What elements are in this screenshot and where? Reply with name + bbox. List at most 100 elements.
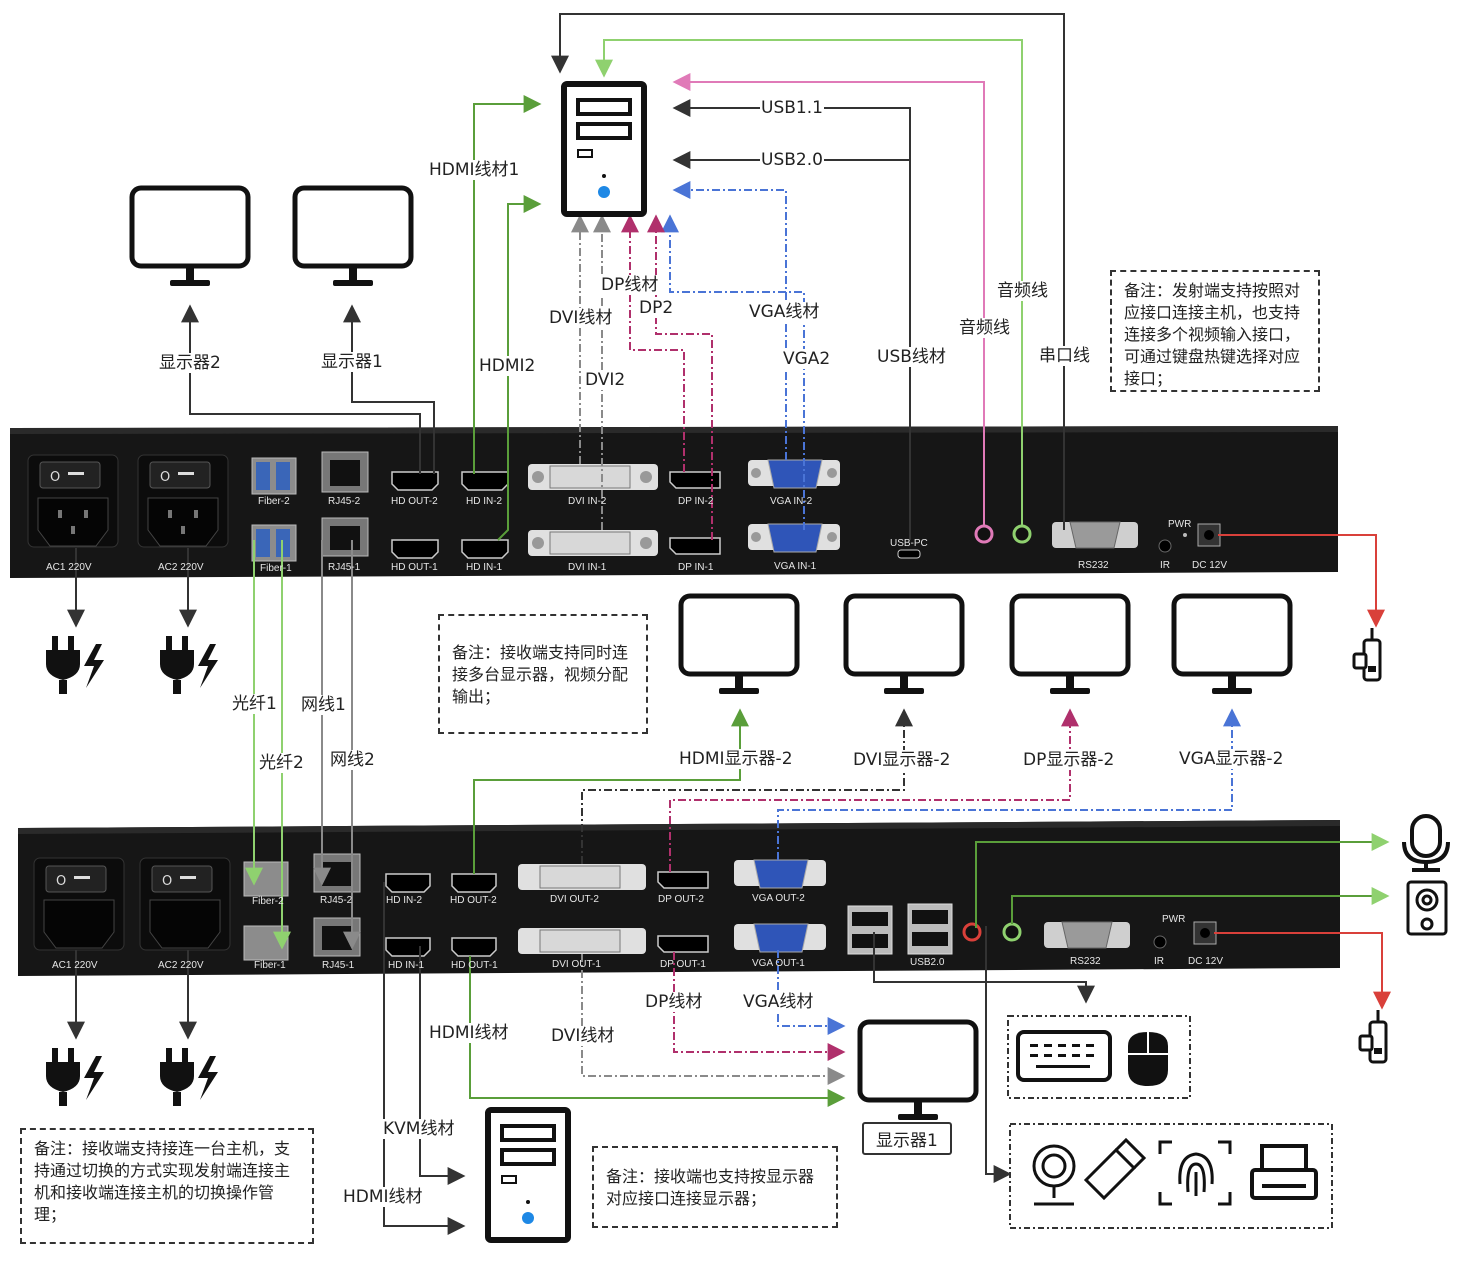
tx-host-pc-icon [564, 84, 644, 214]
rx-rj45-1-label: RJ45-1 [322, 960, 355, 971]
rx-vga-cable-label: VGA线材 [742, 992, 815, 1012]
svg-text:O: O [56, 874, 66, 889]
tx-hd-out-2-label: HD OUT-2 [391, 496, 438, 507]
usb-2-0-label: USB2.0 [760, 150, 824, 170]
fingerprint-icon [1158, 1140, 1232, 1206]
rx-dvi-out-2-label: DVI OUT-2 [550, 894, 599, 905]
rx-rj45-2-label: RJ45-2 [320, 895, 353, 906]
monitor-1-label: 显示器1 [320, 352, 384, 372]
rx-dp-out-2-label: DP OUT-2 [658, 894, 704, 905]
vga-2-label: VGA2 [782, 349, 832, 369]
serial-line-label: 串口线 [1038, 346, 1091, 366]
monitor-2-label: 显示器2 [158, 353, 222, 373]
hdmi-monitor-2-icon [681, 596, 797, 694]
rx-vga-out-2-label: VGA OUT-2 [752, 893, 805, 904]
rx-dc12v-label: DC 12V [1188, 956, 1224, 967]
rx-hd-out-2-label: HD OUT-2 [450, 895, 497, 906]
rx-vga-out-1-label: VGA OUT-1 [752, 958, 805, 969]
rx-ac1-label: AC1 220V [52, 960, 98, 971]
rx-ir-label: IR [1154, 956, 1164, 967]
tx-ac2-label: AC2 220V [158, 562, 204, 573]
rx-rs232-label: RS232 [1070, 956, 1101, 967]
rx-ac1-socket: O [33, 857, 125, 951]
receiver-multi-monitor-note: 备注：接收端支持同时连接多台显示器，视频分配输出； [438, 614, 648, 734]
vga-monitor-2-icon [1174, 596, 1290, 694]
ac2-socket: O [137, 454, 229, 548]
transmitter-note: 备注：发射端支持按照对应接口连接主机，也支持连接多个视频输入接口，可通过键盘热键… [1110, 270, 1320, 392]
dp-2-label: DP2 [638, 298, 675, 318]
webcam-icon [1032, 1144, 1076, 1206]
tx-dvi-in-2-label: DVI IN-2 [568, 496, 607, 507]
tx-hd-out-1-label: HD OUT-1 [391, 562, 438, 573]
svg-text:O: O [160, 470, 170, 485]
kvm-cable-label: KVM线材 [382, 1119, 456, 1139]
rx-usb2-0-label: USB2.0 [910, 957, 945, 968]
hdmi-monitor-2-label: HDMI显示器-2 [678, 749, 794, 769]
tx-ac1-label: AC1 220V [46, 562, 92, 573]
power-plug-icon [160, 636, 218, 694]
fiber-2-label: 光纤2 [258, 753, 305, 773]
ac1-socket: O [27, 454, 119, 548]
net-2-label: 网线2 [329, 750, 376, 770]
tx-pwr-label: PWR [1168, 519, 1192, 530]
rx-dp-cable-label: DP线材 [644, 992, 704, 1012]
tx-hd-in-2-label: HD IN-2 [466, 496, 503, 507]
dp-monitor-2-icon [1012, 596, 1128, 694]
tx-rs232-label: RS232 [1078, 560, 1109, 571]
tx-fiber2-label: Fiber-2 [258, 496, 290, 507]
rx-host-pc-icon [488, 1110, 568, 1240]
rx-dp-out-1-label: DP OUT-1 [660, 959, 706, 970]
vga-cable-label: VGA线材 [748, 302, 821, 322]
rx-ac2-label: AC2 220V [158, 960, 204, 971]
vga-monitor-2-label: VGA显示器-2 [1178, 749, 1285, 769]
power-adapter-icon [1352, 626, 1382, 682]
mouse-icon [1128, 1032, 1168, 1086]
tx-hd-in-1-label: HD IN-1 [466, 562, 503, 573]
speaker-icon [1406, 880, 1448, 936]
transmitter-panel: O O [10, 426, 1338, 578]
receiver-ports-note: 备注：接收端也支持按显示器对应接口连接显示器； [592, 1146, 838, 1228]
rx-fiber1-label: Fiber-1 [254, 960, 286, 971]
rx-fiber2-label: Fiber-2 [252, 896, 284, 907]
rx-dvi-out-1-label: DVI OUT-1 [552, 959, 601, 970]
monitor-1-icon [295, 188, 411, 286]
printer-icon [1250, 1144, 1318, 1200]
receiver-host-note: 备注：接收端支持接连一台主机，支持通过切换的方式实现发射端连接主机和接收端连接主… [20, 1128, 314, 1244]
dvi-cable-label: DVI线材 [548, 308, 614, 328]
rx-hdmi-cable-label: HDMI线材 [428, 1023, 510, 1043]
tx-dp-in-2-label: DP IN-2 [678, 496, 714, 507]
dvi-monitor-2-label: DVI显示器-2 [852, 750, 952, 770]
power-plug-icon [46, 1048, 104, 1106]
dvi-monitor-2-icon [846, 596, 962, 694]
rx-hd-in-2-label: HD IN-2 [386, 895, 423, 906]
usb-drive-icon [1083, 1137, 1147, 1201]
rx-monitor-1-icon [860, 1022, 976, 1120]
tx-fiber1-label: Fiber-1 [260, 563, 292, 574]
audio-line-label: 音频线 [996, 281, 1049, 301]
tx-dc12v-label: DC 12V [1192, 560, 1228, 571]
usb-cable-label: USB线材 [876, 347, 947, 367]
keyboard-icon [1016, 1030, 1112, 1082]
rx-ac2-socket: O [139, 857, 231, 951]
svg-text:O: O [50, 470, 60, 485]
power-plug-icon [46, 636, 104, 694]
tx-rj45-2-label: RJ45-2 [328, 496, 361, 507]
rx-pwr-label: PWR [1162, 914, 1186, 925]
tx-rj45-1-label: RJ45-1 [328, 562, 361, 573]
tx-ir-label: IR [1160, 560, 1170, 571]
tx-usb-pc-label: USB-PC [890, 538, 928, 549]
rx-hdmi-cable-b-label: HDMI线材 [342, 1187, 424, 1207]
dvi-2-label: DVI2 [584, 370, 627, 390]
fiber-1-label: 光纤1 [231, 694, 278, 714]
audio-line-label: 音频线 [958, 318, 1011, 338]
power-adapter-icon [1358, 1008, 1388, 1064]
microphone-icon [1402, 814, 1450, 872]
tx-dvi-in-1-label: DVI IN-1 [568, 562, 607, 573]
tx-vga-in-1-label: VGA IN-1 [774, 561, 817, 572]
monitor-2-icon [132, 188, 248, 286]
tx-vga-in-2-label: VGA IN-2 [770, 496, 813, 507]
dp-cable-label: DP线材 [600, 275, 660, 295]
rx-dvi-cable-label: DVI线材 [550, 1026, 616, 1046]
tx-dp-in-1-label: DP IN-1 [678, 562, 714, 573]
power-plug-icon [160, 1048, 218, 1106]
